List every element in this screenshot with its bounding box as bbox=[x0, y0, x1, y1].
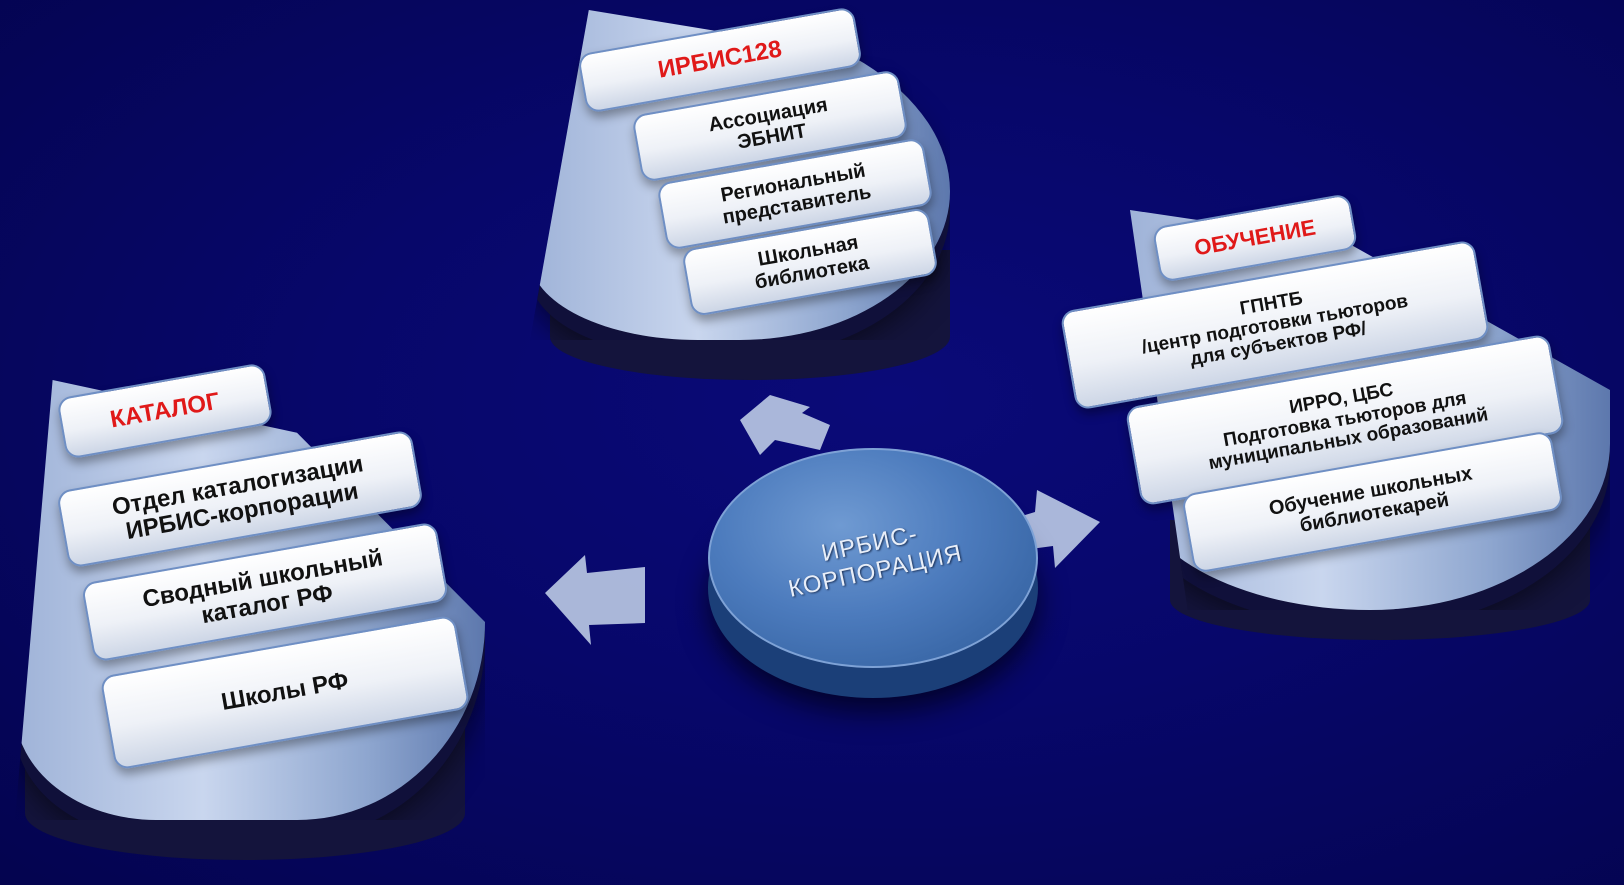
arrow-left-icon bbox=[545, 555, 645, 645]
right-group: ОБУЧЕНИЕ ГПНТБ /центр подготовки тьюторо… bbox=[1059, 193, 1620, 650]
center-label: ИРБИС- КОРПОРАЦИЯ bbox=[786, 520, 966, 603]
left-group: КАТАЛОГ Отдел каталогизации ИРБИС-корпор… bbox=[15, 362, 515, 870]
center-node[interactable]: ИРБИС- КОРПОРАЦИЯ bbox=[708, 448, 1038, 698]
top-group: ИРБИС128 Ассоциация ЭБНИТ Региональный п… bbox=[530, 6, 970, 390]
arrow-up-icon bbox=[740, 395, 830, 455]
center-disc: ИРБИС- КОРПОРАЦИЯ bbox=[708, 448, 1038, 668]
arrow-right-icon bbox=[1015, 490, 1100, 568]
